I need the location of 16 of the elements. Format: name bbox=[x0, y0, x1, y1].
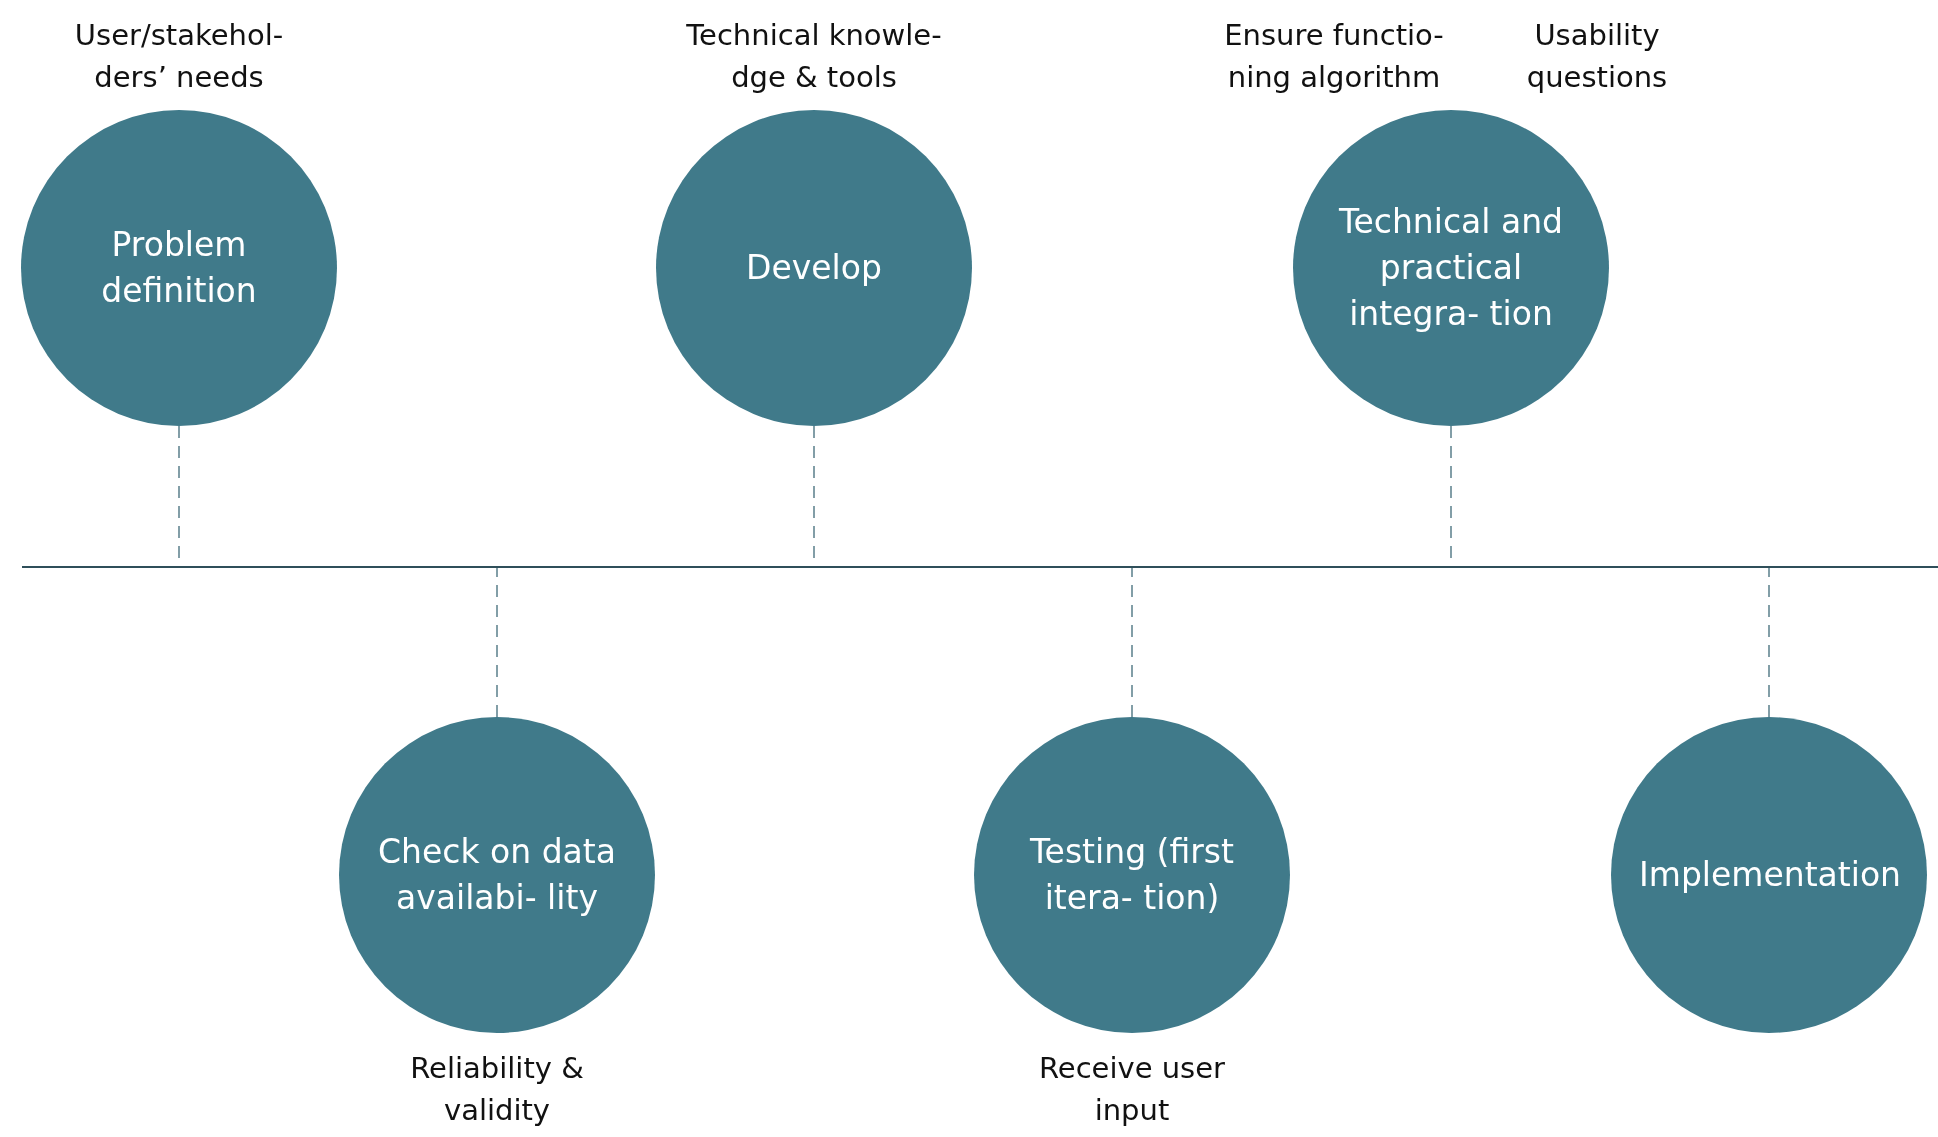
stage-label: Check on data availabi- lity bbox=[377, 831, 617, 919]
stage-label: Develop bbox=[745, 247, 883, 289]
dashed-connector bbox=[1768, 566, 1770, 718]
annotation-text: Reliability & validity bbox=[409, 1050, 585, 1129]
annotation-text: Usability questions bbox=[1525, 17, 1669, 96]
dashed-connector bbox=[496, 566, 498, 718]
annotation-text: Technical knowle- dge & tools bbox=[685, 17, 943, 96]
annotation-text: Receive user input bbox=[1038, 1050, 1226, 1129]
stage-label: Testing (first itera- tion) bbox=[1029, 831, 1235, 919]
stage-label: Implementation bbox=[1639, 854, 1899, 896]
timeline-line bbox=[22, 566, 1938, 568]
annotation-text: Ensure functio- ning algorithm bbox=[1223, 17, 1445, 96]
stage-label: Technical and practical integra- tion bbox=[1337, 201, 1565, 335]
stage-label: Problem definition bbox=[100, 224, 258, 312]
annotation-text: User/stakehol- ders’ needs bbox=[73, 17, 285, 96]
dashed-connector bbox=[1131, 566, 1133, 718]
